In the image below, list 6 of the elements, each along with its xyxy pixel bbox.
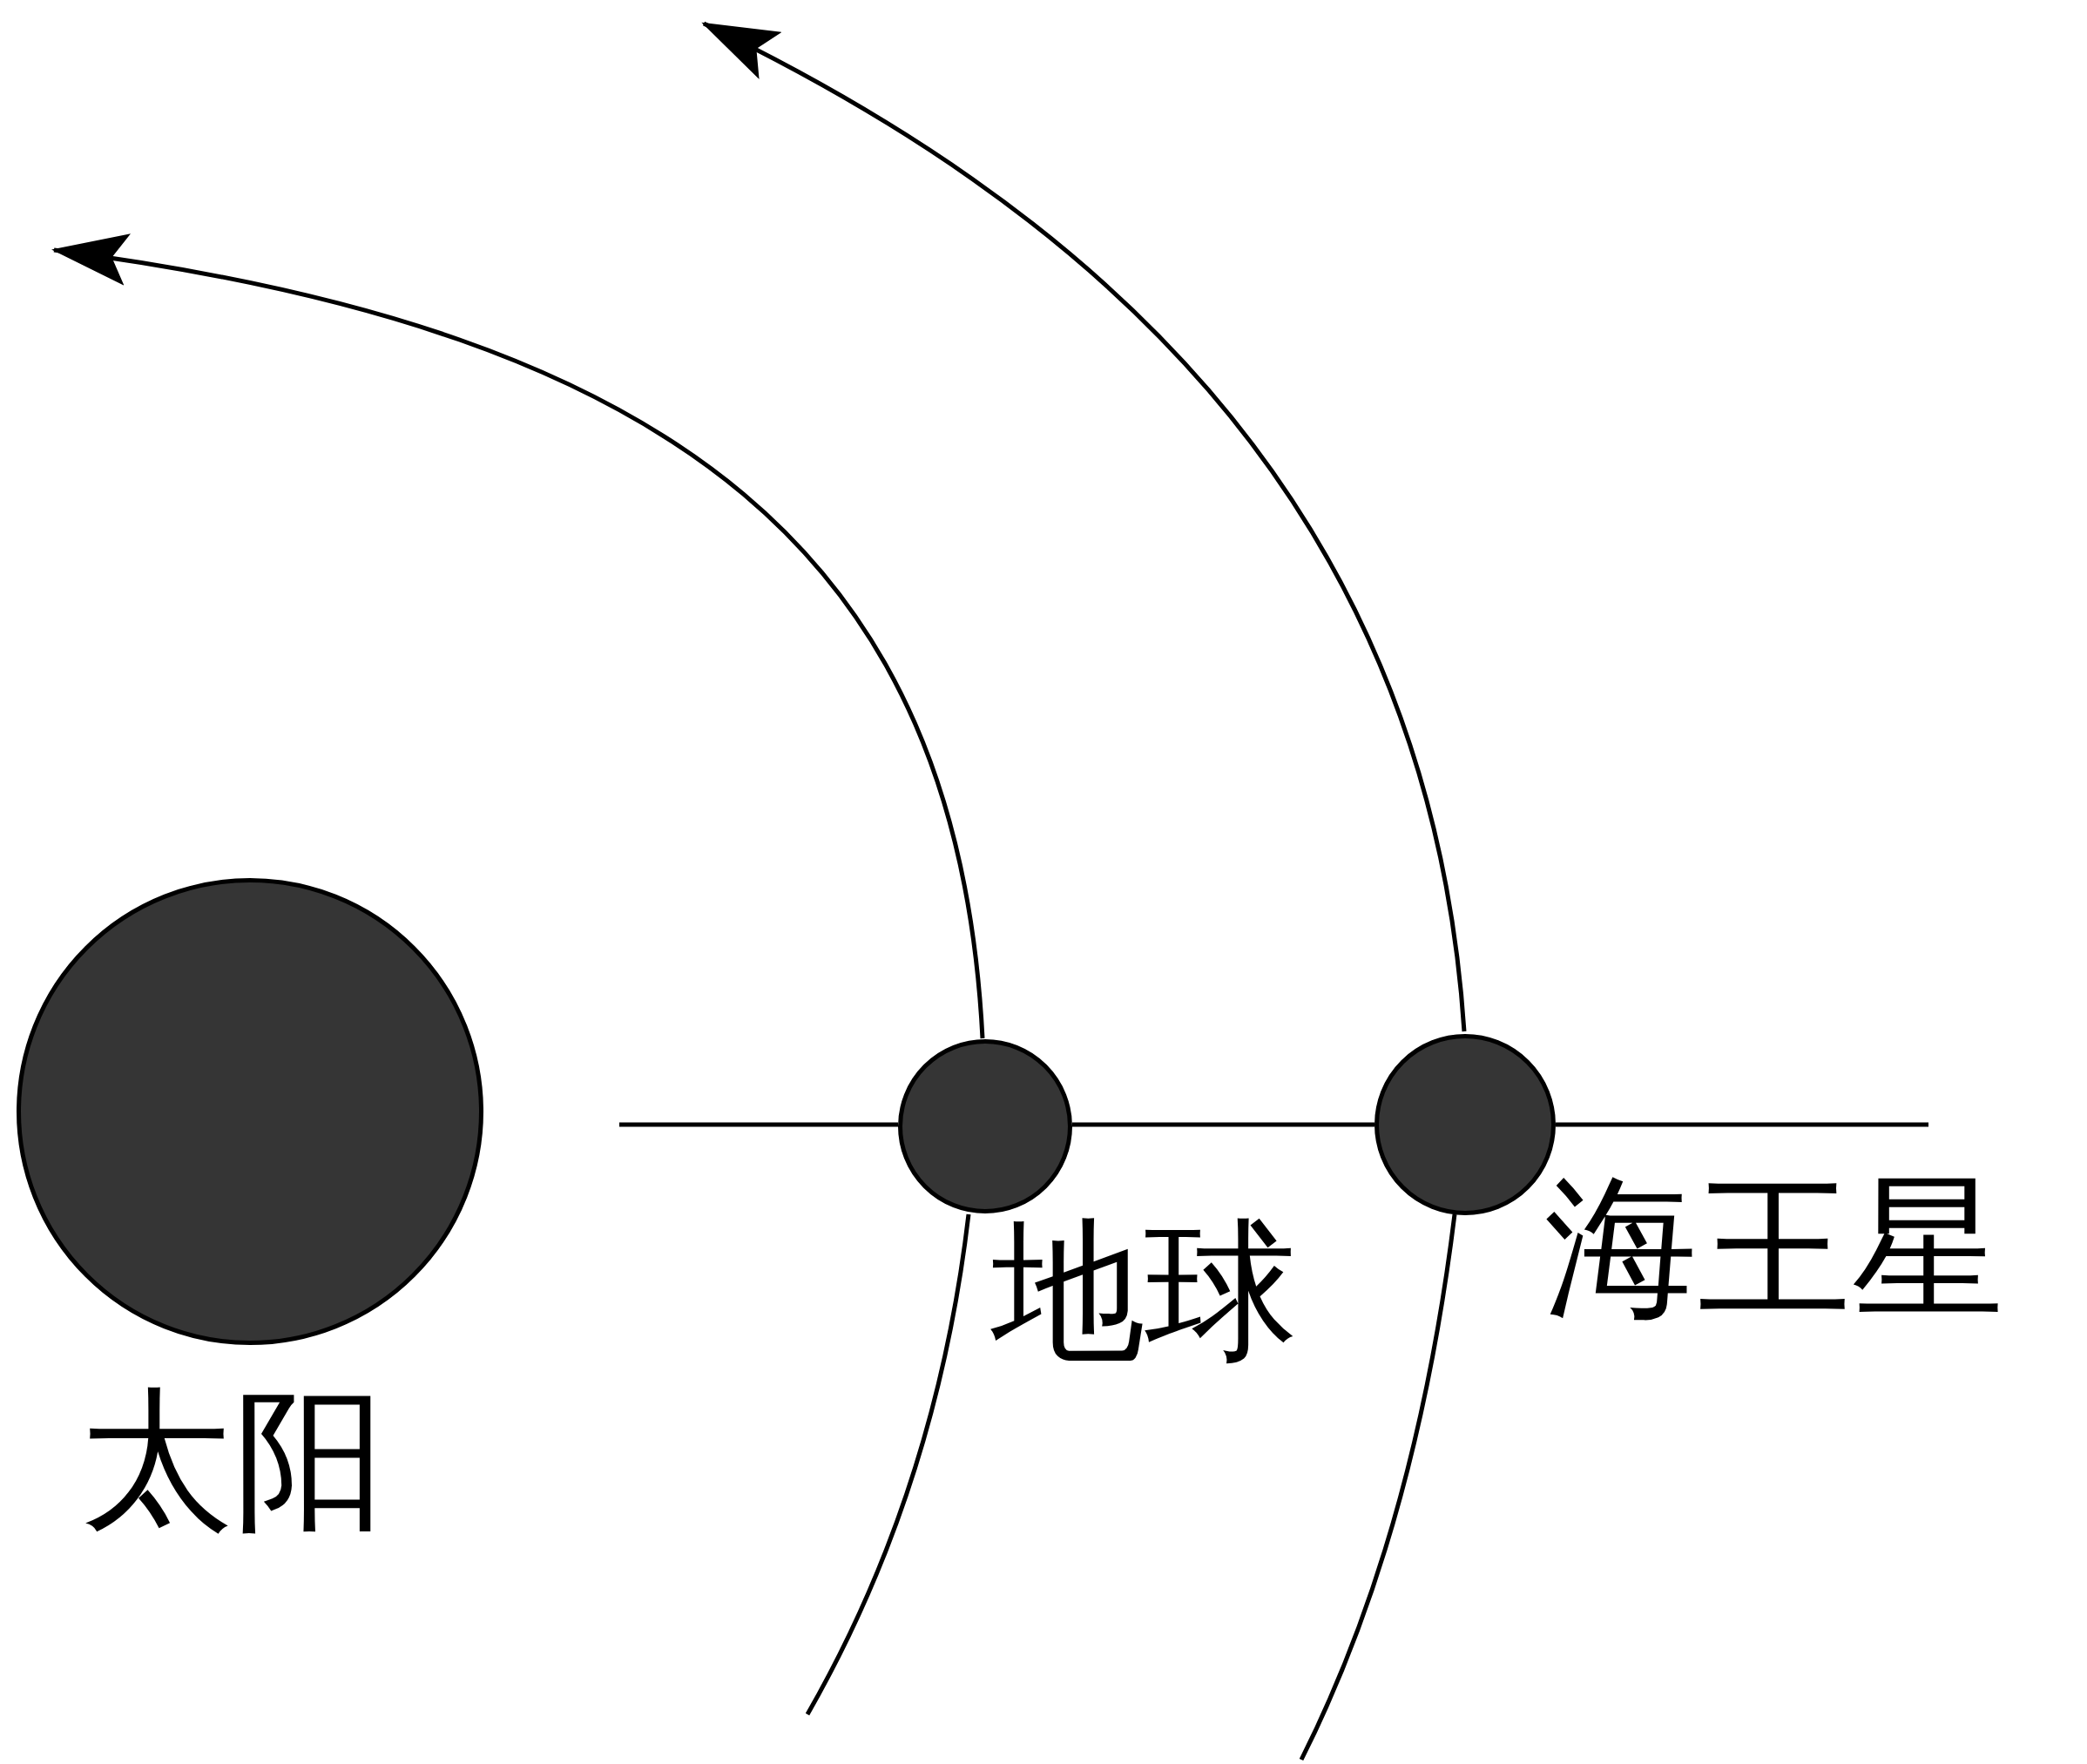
connector-line — [1072, 1122, 1374, 1127]
planet-label: 海王星 — [1544, 1173, 2004, 1326]
planet-label: 地球 — [991, 1216, 1298, 1369]
connector-line — [1556, 1122, 1928, 1127]
sun-label: 太阳 — [80, 1385, 387, 1538]
connector-line — [619, 1122, 898, 1127]
